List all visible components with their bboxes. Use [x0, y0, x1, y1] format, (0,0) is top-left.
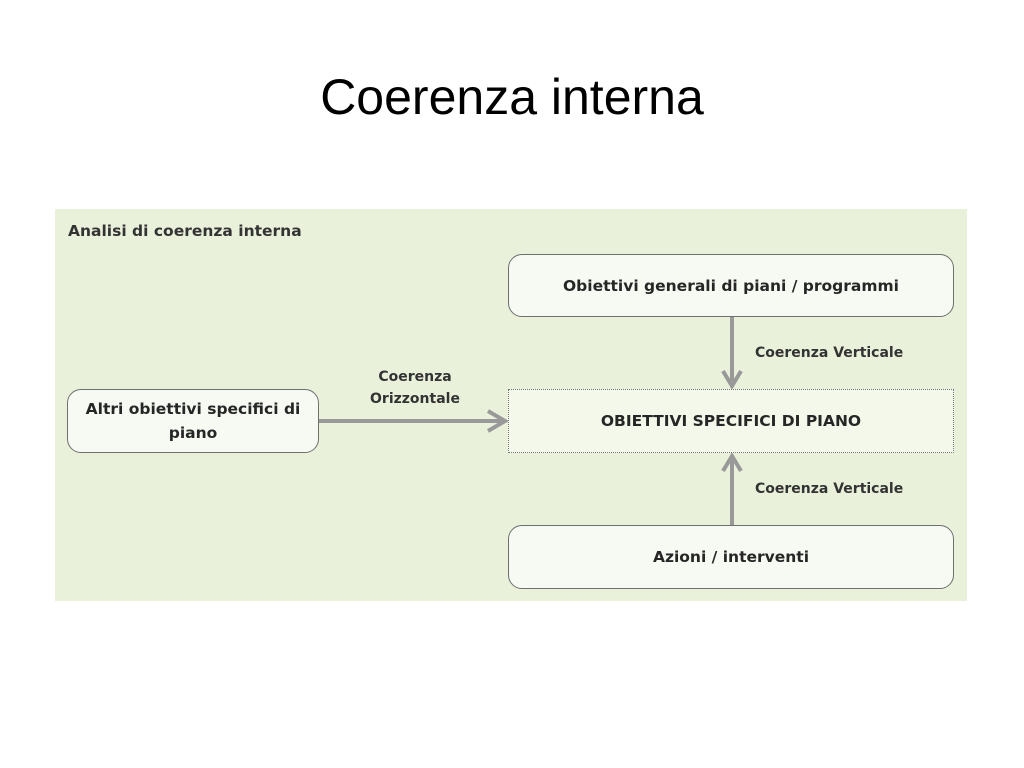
vertical-coherence-label-top: Coerenza Verticale	[755, 345, 904, 361]
arrow-vertical-up	[721, 452, 743, 525]
specific-objectives-box: OBIETTIVI SPECIFICI DI PIANO	[508, 389, 954, 453]
arrow-horizontal	[319, 409, 509, 433]
diagram-panel: Analisi di coerenza interna Obiettivi ge…	[55, 209, 967, 601]
actions-box: Azioni / interventi	[508, 525, 954, 589]
horizontal-coherence-label: Coerenza Orizzontale	[370, 369, 460, 407]
diagram-caption: Analisi di coerenza interna	[68, 222, 302, 240]
arrow-vertical-down	[721, 317, 743, 390]
other-objectives-box: Altri obiettivi specifici di piano	[67, 389, 319, 453]
diagram-arrows	[319, 317, 743, 525]
vertical-coherence-label-bottom: Coerenza Verticale	[755, 481, 904, 497]
general-objectives-box: Obiettivi generali di piani / programmi	[508, 254, 954, 317]
slide-title: Coerenza interna	[320, 69, 704, 125]
